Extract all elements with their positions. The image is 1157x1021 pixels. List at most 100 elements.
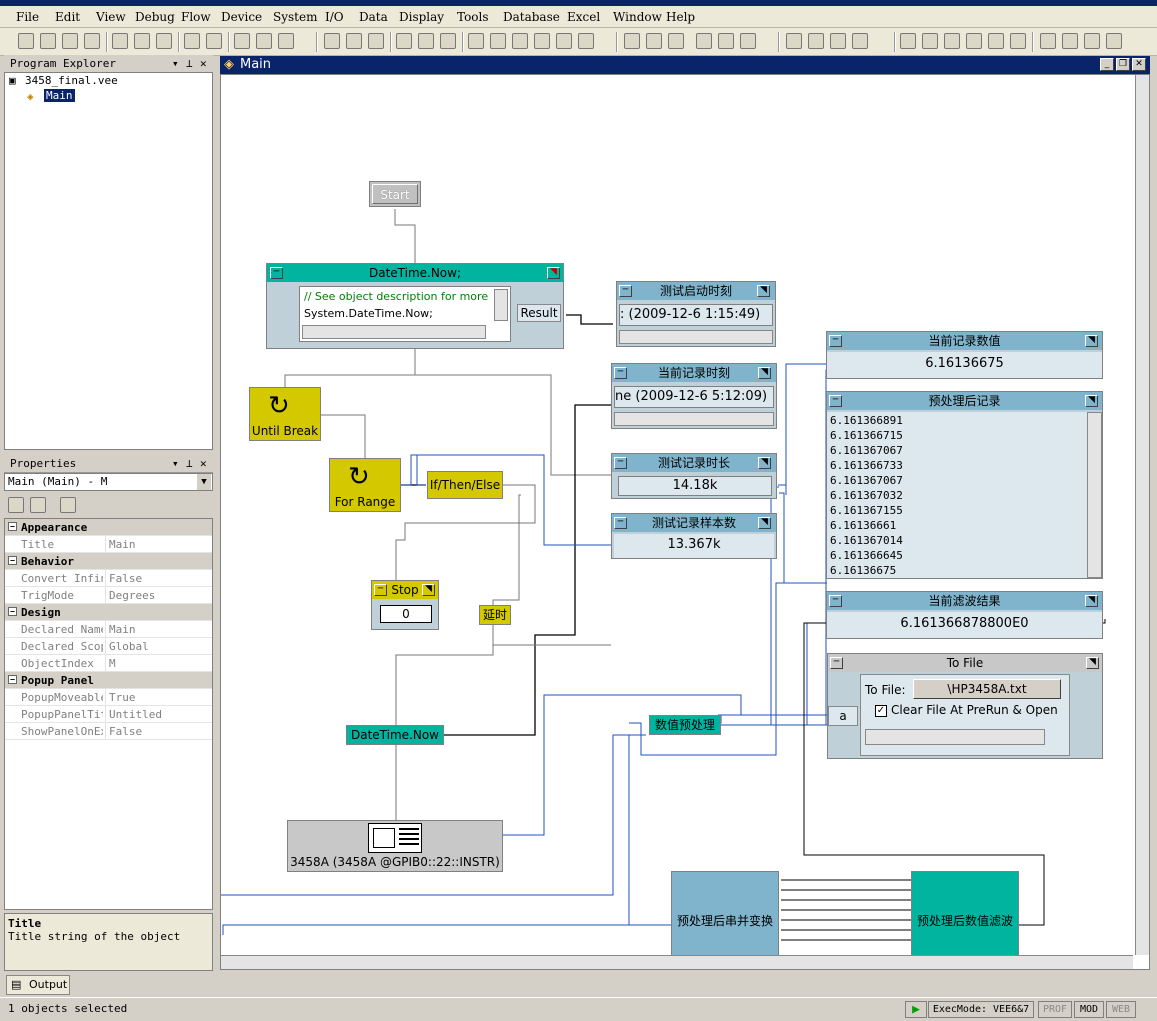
run-status-icon[interactable]: ▶ <box>905 1001 927 1018</box>
tree-item-main[interactable]: Main <box>44 89 75 102</box>
property-value[interactable]: M <box>105 655 212 672</box>
align-top-icon[interactable] <box>696 33 712 49</box>
step-out-icon[interactable] <box>1010 33 1026 49</box>
resize-icon[interactable]: ◥ <box>1085 595 1098 607</box>
probe-icon[interactable] <box>578 33 594 49</box>
resize-icon[interactable]: ◥ <box>547 267 560 279</box>
instrument-object[interactable]: 3458A (3458A @GPIB0::22::INSTR) <box>287 820 503 872</box>
resize-icon[interactable]: ◥ <box>1085 335 1098 347</box>
property-value[interactable]: Degrees <box>105 587 212 604</box>
chevron-down-icon[interactable]: ▼ <box>197 474 211 490</box>
formula-editor[interactable]: // See object description for more Syste… <box>299 286 511 342</box>
start-button[interactable]: Start <box>369 181 421 207</box>
to-file-object[interactable]: To File ─ ◥ a To File: \HP3458A.txt ✓ Cl… <box>827 653 1103 759</box>
clear-file-checkbox[interactable]: ✓ <box>875 705 887 717</box>
line-probe-icon[interactable] <box>1084 33 1100 49</box>
vertical-scrollbar[interactable] <box>494 289 508 321</box>
cut-icon[interactable] <box>112 33 128 49</box>
collapse-icon[interactable]: − <box>8 522 17 531</box>
for-range-object[interactable]: ↻ For Range <box>329 458 401 512</box>
step-over-icon[interactable] <box>988 33 1004 49</box>
paste-icon[interactable] <box>156 33 172 49</box>
vertical-scrollbar[interactable] <box>1087 412 1102 578</box>
current-value-display[interactable]: 当前记录数值 ─ ◥ 6.16136675 <box>826 331 1103 379</box>
redo-icon[interactable] <box>206 33 222 49</box>
step-into-icon[interactable] <box>966 33 982 49</box>
property-value[interactable]: Main <box>105 536 212 553</box>
property-category[interactable]: −Design <box>5 604 212 621</box>
property-category[interactable]: −Behavior <box>5 553 212 570</box>
datetime-now-object[interactable]: DateTime.Now <box>346 725 444 745</box>
resize-icon[interactable]: ◥ <box>1085 395 1098 407</box>
property-value[interactable]: Main <box>105 621 212 638</box>
prof-badge[interactable]: PROF <box>1038 1001 1072 1018</box>
filter-object[interactable]: 预处理后数值滤波 <box>911 871 1019 967</box>
record-icon[interactable] <box>556 33 572 49</box>
open-icon[interactable] <box>40 33 56 49</box>
categorized-icon[interactable] <box>8 497 24 513</box>
horizontal-scrollbar[interactable] <box>614 412 774 426</box>
meter-icon[interactable] <box>512 33 528 49</box>
clone-icon[interactable] <box>234 33 250 49</box>
display-icon[interactable] <box>490 33 506 49</box>
home-icon[interactable] <box>278 33 294 49</box>
object-selector[interactable]: Main (Main) - M▼ <box>4 473 213 491</box>
minimize-icon[interactable]: ─ <box>270 267 283 279</box>
property-pages-icon[interactable] <box>60 497 76 513</box>
until-break-object[interactable]: ↻ Until Break <box>249 387 321 441</box>
panel-icon[interactable] <box>396 33 412 49</box>
property-value[interactable]: False <box>105 723 212 740</box>
align-right-icon[interactable] <box>668 33 684 49</box>
web-badge[interactable]: WEB <box>1106 1001 1136 1018</box>
collapse-icon[interactable]: − <box>8 607 17 616</box>
property-value[interactable]: Untitled <box>105 706 212 723</box>
tree-file[interactable]: 3458_final.vee <box>25 74 118 87</box>
restore-icon[interactable]: ❐ <box>1116 58 1130 71</box>
minimize-icon[interactable]: _ <box>1100 58 1114 71</box>
minimize-icon[interactable]: ─ <box>619 285 632 297</box>
serial-parallel-object[interactable]: 预处理后串并变换 <box>671 871 779 967</box>
property-value[interactable]: Global <box>105 638 212 655</box>
menu-file[interactable]: File <box>16 10 40 24</box>
function-icon[interactable] <box>440 33 456 49</box>
menu-display[interactable]: Display <box>399 10 445 24</box>
timer-icon[interactable] <box>534 33 550 49</box>
filter-result-display[interactable]: 当前滤波结果 ─ ◥ 6.161366878800E0 <box>826 591 1103 639</box>
panel-view-icon[interactable] <box>830 33 846 49</box>
file-name-button[interactable]: \HP3458A.txt <box>913 679 1061 699</box>
hand-icon[interactable] <box>1040 33 1056 49</box>
resize-icon[interactable]: ◥ <box>758 517 771 529</box>
menu-io[interactable]: I/O <box>325 10 344 24</box>
output-tab[interactable]: ▤Output <box>6 975 70 995</box>
close-icon[interactable]: ✕ <box>200 457 207 470</box>
minimize-icon[interactable]: ─ <box>374 584 387 596</box>
menu-data[interactable]: Data <box>359 10 388 24</box>
menu-device[interactable]: Device <box>221 10 263 24</box>
horizontal-scrollbar[interactable] <box>619 330 773 344</box>
globe-icon[interactable] <box>786 33 802 49</box>
menu-flow[interactable]: Flow <box>181 10 211 24</box>
new-icon[interactable] <box>18 33 34 49</box>
menu-edit[interactable]: Edit <box>55 10 81 24</box>
minimize-icon[interactable]: ─ <box>830 657 843 669</box>
samples-display[interactable]: 测试记录样本数 ─ ◥ 13.367k <box>611 513 777 559</box>
minimize-icon[interactable]: ─ <box>829 595 842 607</box>
show-data-icon[interactable] <box>1106 33 1122 49</box>
stop-value[interactable]: 0 <box>380 605 432 623</box>
canvas-horizontal-scrollbar[interactable] <box>221 955 1133 969</box>
preprocess-object[interactable]: 数值预处理 <box>649 715 721 735</box>
resize-icon[interactable]: ◥ <box>758 457 771 469</box>
stop-icon[interactable] <box>944 33 960 49</box>
align-bottom-icon[interactable] <box>740 33 756 49</box>
zoom-icon[interactable] <box>324 33 340 49</box>
delay-object[interactable]: 延时 <box>479 605 511 625</box>
horizontal-scrollbar[interactable] <box>865 729 1045 745</box>
